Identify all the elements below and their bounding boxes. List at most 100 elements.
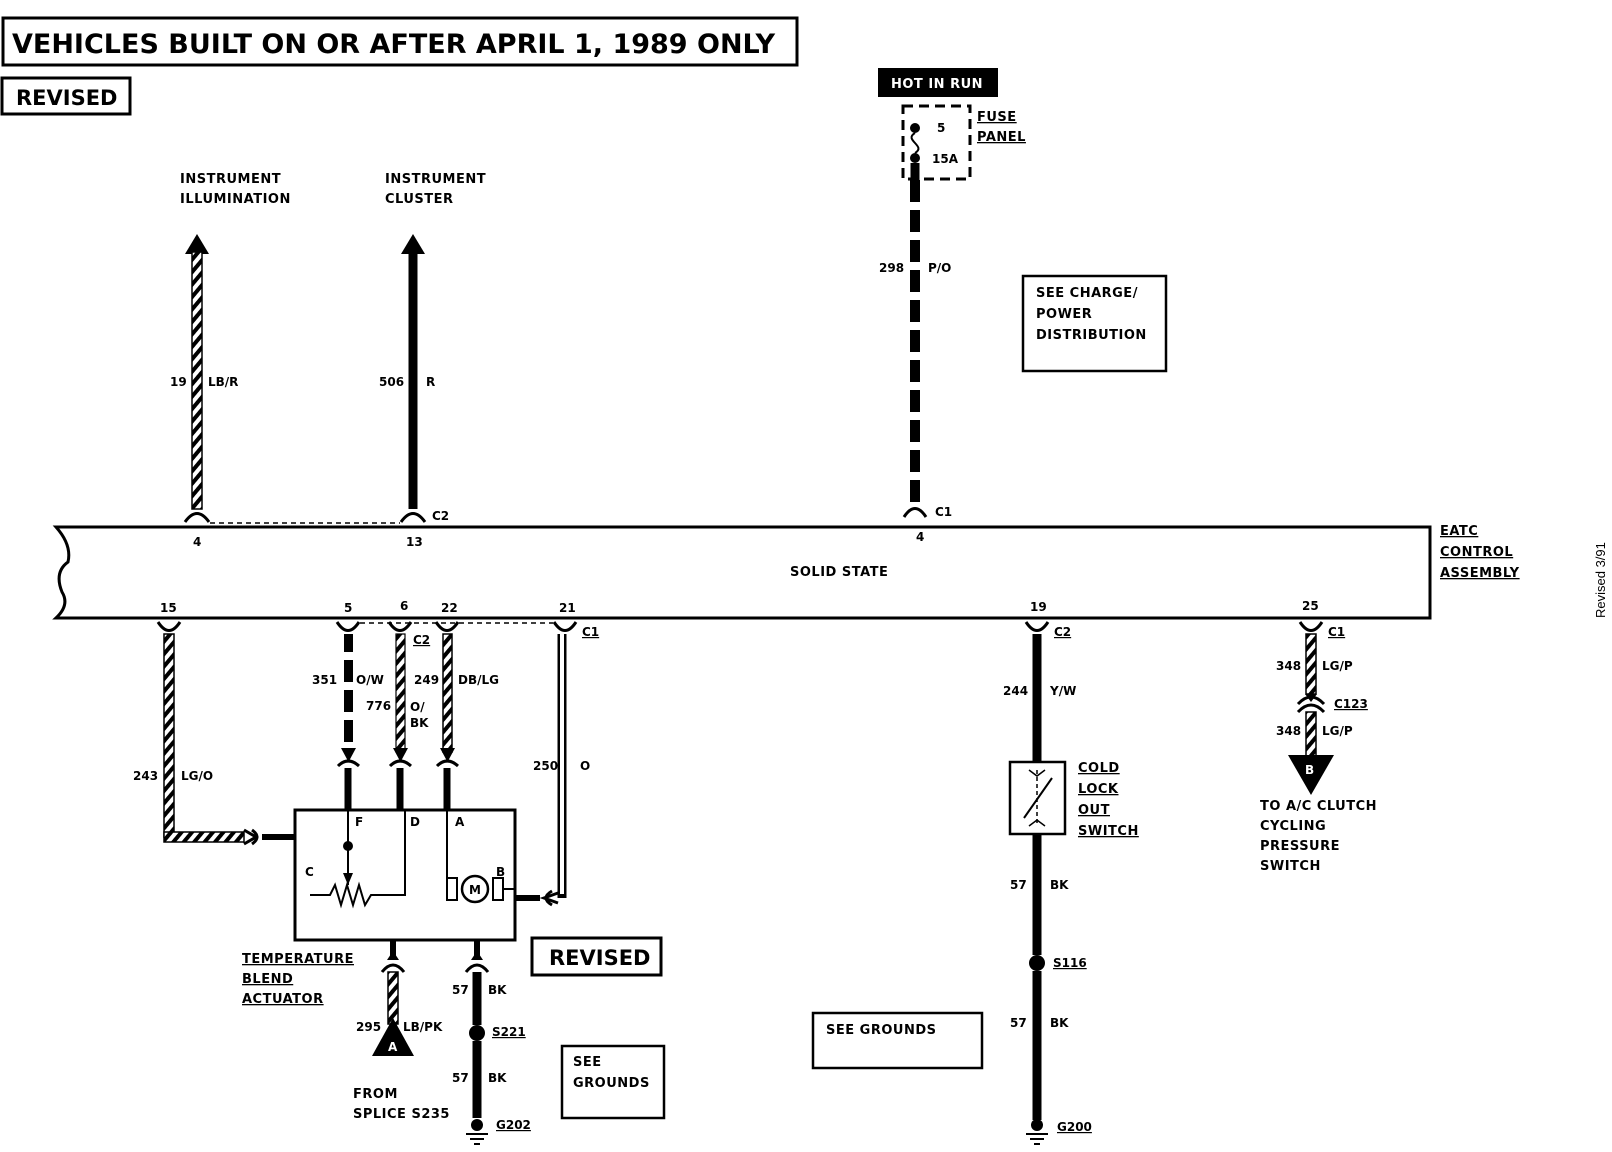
wire-244-number: 244 bbox=[1003, 684, 1028, 698]
clutch-label-3: PRESSURE bbox=[1260, 839, 1340, 854]
wire-348-upper-number: 348 bbox=[1276, 659, 1301, 673]
actuator-label-1: TEMPERATURE bbox=[242, 952, 354, 967]
wire-295 bbox=[387, 971, 399, 1025]
wire-249-color: DB/LG bbox=[458, 673, 499, 687]
connector-pin13-top bbox=[399, 512, 427, 523]
pin-21: 21 bbox=[559, 601, 576, 615]
ground-g202-icon bbox=[466, 1133, 488, 1145]
clutch-label-1: TO A/C CLUTCH bbox=[1260, 799, 1377, 814]
temperature-blend-actuator: F D A C B M bbox=[293, 808, 517, 942]
splice-s221-label: S221 bbox=[492, 1025, 526, 1039]
pin-25: 25 bbox=[1302, 599, 1319, 613]
from-splice-label-1: FROM bbox=[353, 1087, 398, 1102]
connector-c2-top-label: C2 bbox=[432, 509, 449, 523]
pin-13-top: 13 bbox=[406, 535, 423, 549]
wire-19-color: LB/R bbox=[208, 375, 238, 389]
cold-lock-label-1: COLD bbox=[1078, 761, 1120, 776]
see-grounds-note-right: SEE GROUNDS bbox=[811, 1011, 984, 1070]
wire-298 bbox=[910, 180, 920, 503]
connector-250-arrow bbox=[539, 889, 559, 907]
wiper-arrow bbox=[343, 873, 353, 885]
connector-c123-label: C123 bbox=[1334, 697, 1368, 711]
wire-57-s116-number: 57 bbox=[1010, 878, 1027, 892]
wire-250-color: O bbox=[580, 759, 590, 773]
fuse-panel-label-2: PANEL bbox=[977, 130, 1026, 145]
instrument-cluster-label-1: INSTRUMENT bbox=[385, 172, 486, 187]
wire-348-lower-number: 348 bbox=[1276, 724, 1301, 738]
revised-badge-top: REVISED bbox=[0, 76, 132, 116]
terminal-d: D bbox=[410, 815, 420, 829]
wire-351-color: O/W bbox=[356, 673, 384, 687]
fuse-number: 5 bbox=[937, 121, 945, 135]
connector-c1-right-label: C1 bbox=[1328, 625, 1345, 639]
revised-label: REVISED bbox=[16, 86, 117, 110]
clutch-b-label: B bbox=[1305, 763, 1314, 777]
terminal-a: A bbox=[455, 815, 465, 829]
connector-pin4-top bbox=[183, 512, 211, 523]
potentiometer-resistor bbox=[310, 810, 406, 909]
pin-4-power: 4 bbox=[916, 530, 924, 544]
see-grounds-right: SEE GROUNDS bbox=[826, 1023, 936, 1038]
wire-57-actuator-color: BK bbox=[488, 983, 507, 997]
actuator-label-2: BLEND bbox=[242, 972, 293, 987]
revised-label-mid: REVISED bbox=[549, 946, 650, 970]
terminal-f: F bbox=[355, 815, 363, 829]
ground-g200-icon bbox=[1026, 1133, 1048, 1145]
eatc-label-2: CONTROL bbox=[1440, 545, 1513, 560]
clutch-label-4: SWITCH bbox=[1260, 859, 1321, 874]
wire-298-number: 298 bbox=[879, 261, 904, 275]
connector-c1-left-label: C1 bbox=[582, 625, 599, 639]
actuator-label-3: ACTUATOR bbox=[242, 992, 324, 1007]
fuse-terminal-top bbox=[910, 123, 920, 133]
wire-57-actuator-number: 57 bbox=[452, 983, 469, 997]
actuator-input-arrows bbox=[341, 748, 455, 762]
wire-298-color: P/O bbox=[928, 261, 951, 275]
revised-badge-mid: REVISED bbox=[530, 936, 663, 977]
wire-57-g202-number: 57 bbox=[452, 1071, 469, 1085]
cold-lock-out-switch bbox=[1008, 760, 1067, 836]
wire-776-color-1: O/ bbox=[410, 700, 425, 714]
wire-249 bbox=[442, 633, 453, 753]
wire-506-color: R bbox=[426, 375, 435, 389]
connector-c2-left-label: C2 bbox=[413, 633, 430, 647]
eatc-label-1: EATC bbox=[1440, 524, 1478, 539]
wire-295-color: LB/PK bbox=[403, 1020, 443, 1034]
motor-label: M bbox=[469, 883, 481, 897]
connector-c1-top-label: C1 bbox=[935, 505, 952, 519]
thermal-switch-icon bbox=[1023, 777, 1053, 819]
instrument-cluster-label-2: CLUSTER bbox=[385, 192, 454, 207]
clutch-label-2: CYCLING bbox=[1260, 819, 1326, 834]
terminal-b: B bbox=[496, 865, 505, 879]
arrow-up-cluster bbox=[401, 234, 425, 254]
pin-4-top: 4 bbox=[193, 535, 201, 549]
wire-348-lower-color: LG/P bbox=[1322, 724, 1353, 738]
cold-lock-label-2: LOCK bbox=[1078, 782, 1119, 797]
instrument-illumination-label-1: INSTRUMENT bbox=[180, 172, 281, 187]
see-charge-note: SEE CHARGE/ POWER DISTRIBUTION bbox=[1021, 274, 1168, 373]
wire-348-lower bbox=[1305, 711, 1317, 758]
pin-19: 19 bbox=[1030, 600, 1047, 614]
wire-348-upper bbox=[1305, 633, 1317, 695]
wire-249-number: 249 bbox=[414, 673, 439, 687]
see-grounds-left-2: GROUNDS bbox=[573, 1076, 650, 1091]
wire-506-number: 506 bbox=[379, 375, 404, 389]
pin-5: 5 bbox=[344, 601, 352, 615]
cold-lock-label-4: SWITCH bbox=[1078, 824, 1139, 839]
wire-243 bbox=[163, 633, 175, 838]
eatc-label-3: ASSEMBLY bbox=[1440, 566, 1520, 581]
eatc-module-body bbox=[52, 525, 1432, 620]
arrow-up-illumination bbox=[185, 234, 209, 254]
wire-776-number: 776 bbox=[366, 699, 391, 713]
hot-in-run-label: HOT IN RUN bbox=[891, 77, 983, 92]
instrument-illumination-label-2: ILLUMINATION bbox=[180, 192, 291, 207]
bottom-connectors bbox=[156, 621, 1324, 632]
wiper-node bbox=[343, 841, 353, 851]
splice-s116 bbox=[1029, 955, 1045, 971]
connector-243-arrow bbox=[243, 828, 259, 846]
see-grounds-left-1: SEE bbox=[573, 1055, 602, 1070]
wire-19-number: 19 bbox=[170, 375, 187, 389]
ground-g200-label: G200 bbox=[1057, 1120, 1092, 1134]
clutch-b-triangle bbox=[1288, 755, 1334, 795]
wire-351 bbox=[344, 634, 353, 752]
